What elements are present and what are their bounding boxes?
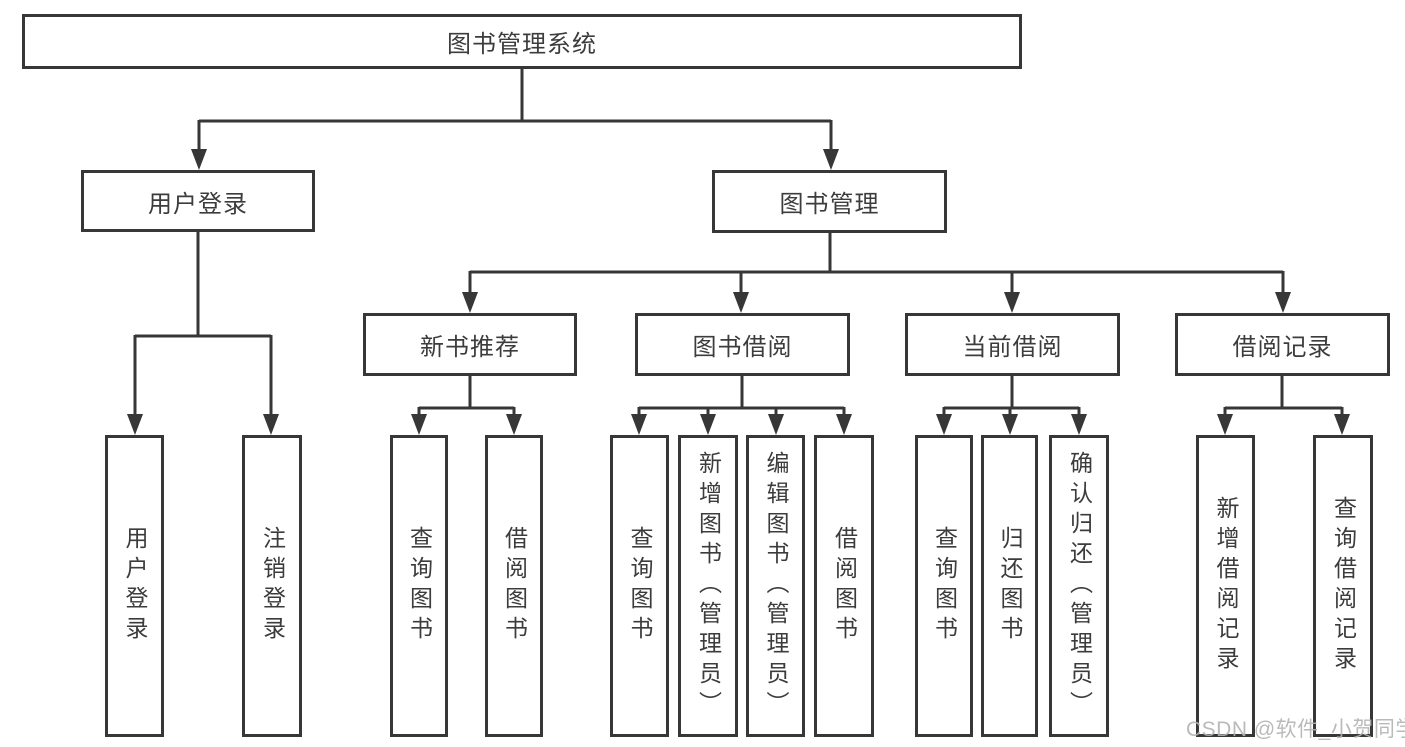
leaf-return-books-label: 归还图书 (997, 526, 1023, 646)
leaf-newbook-query-books: 查询图书 (390, 435, 448, 737)
node-current-borrow: 当前借阅 (905, 313, 1120, 376)
leaf-logout: 注销登录 (242, 435, 302, 737)
node-current-borrow-label: 当前借阅 (962, 334, 1063, 361)
leaf-current-query-books-label: 查询图书 (931, 526, 958, 646)
leaf-borrow-books-label: 借阅图书 (831, 526, 858, 646)
leaf-add-books-admin: 新增图书（管理员） (678, 435, 738, 737)
leaf-query-borrow-record-label: 查询借阅记录 (1330, 496, 1357, 676)
csdn-watermark: CSDN @软件_小贺同学 (1186, 718, 1405, 741)
node-book-borrow: 图书借阅 (635, 313, 850, 376)
leaf-newbook-borrow-books-label: 借阅图书 (501, 526, 528, 646)
node-borrow-records: 借阅记录 (1175, 313, 1390, 376)
leaf-edit-books-admin: 编辑图书（管理员） (746, 435, 805, 737)
leaf-borrow-query-books-label: 查询图书 (627, 526, 653, 646)
node-new-book-recommend-label: 新书推荐 (420, 334, 520, 361)
leaf-query-borrow-record: 查询借阅记录 (1313, 435, 1373, 737)
leaf-user-login-label: 用户登录 (122, 526, 148, 646)
node-user-login: 用户登录 (81, 170, 315, 232)
connector-book-mgmt-branch (462, 232, 1291, 313)
connector-current-borrow-branch (936, 375, 1087, 435)
node-book-management-label: 图书管理 (779, 191, 880, 218)
leaf-borrow-query-books: 查询图书 (610, 435, 669, 737)
leaf-add-borrow-record-label: 新增借阅记录 (1213, 496, 1239, 676)
leaf-user-login: 用户登录 (105, 435, 164, 737)
node-borrow-records-label: 借阅记录 (1232, 334, 1333, 361)
node-user-login-label: 用户登录 (148, 190, 248, 218)
connector-root-to-level2 (191, 68, 839, 170)
node-library-system-label: 图书管理系统 (447, 31, 597, 58)
leaf-current-query-books: 查询图书 (915, 435, 973, 737)
leaf-newbook-borrow-books: 借阅图书 (485, 435, 543, 737)
leaf-confirm-return-admin-label: 确认归还（管理员） (1066, 451, 1093, 721)
leaf-borrow-books: 借阅图书 (814, 435, 874, 737)
node-library-system: 图书管理系统 (22, 14, 1022, 69)
leaf-logout-label: 注销登录 (259, 526, 286, 646)
node-book-management: 图书管理 (712, 170, 947, 233)
leaf-add-books-admin-label: 新增图书（管理员） (695, 451, 722, 721)
leaf-add-borrow-record: 新增借阅记录 (1196, 435, 1255, 737)
connector-book-borrow-branch (631, 375, 852, 435)
node-book-borrow-label: 图书借阅 (692, 334, 793, 361)
connector-borrow-records-branch (1217, 375, 1350, 435)
leaf-confirm-return-admin: 确认归还（管理员） (1049, 435, 1109, 737)
leaf-edit-books-admin-label: 编辑图书（管理员） (763, 451, 789, 721)
connector-user-login-branch (127, 231, 279, 435)
leaf-return-books: 归还图书 (981, 435, 1038, 737)
connector-new-book-branch (411, 375, 522, 435)
node-new-book-recommend: 新书推荐 (363, 313, 577, 376)
leaf-newbook-query-books-label: 查询图书 (406, 526, 433, 646)
